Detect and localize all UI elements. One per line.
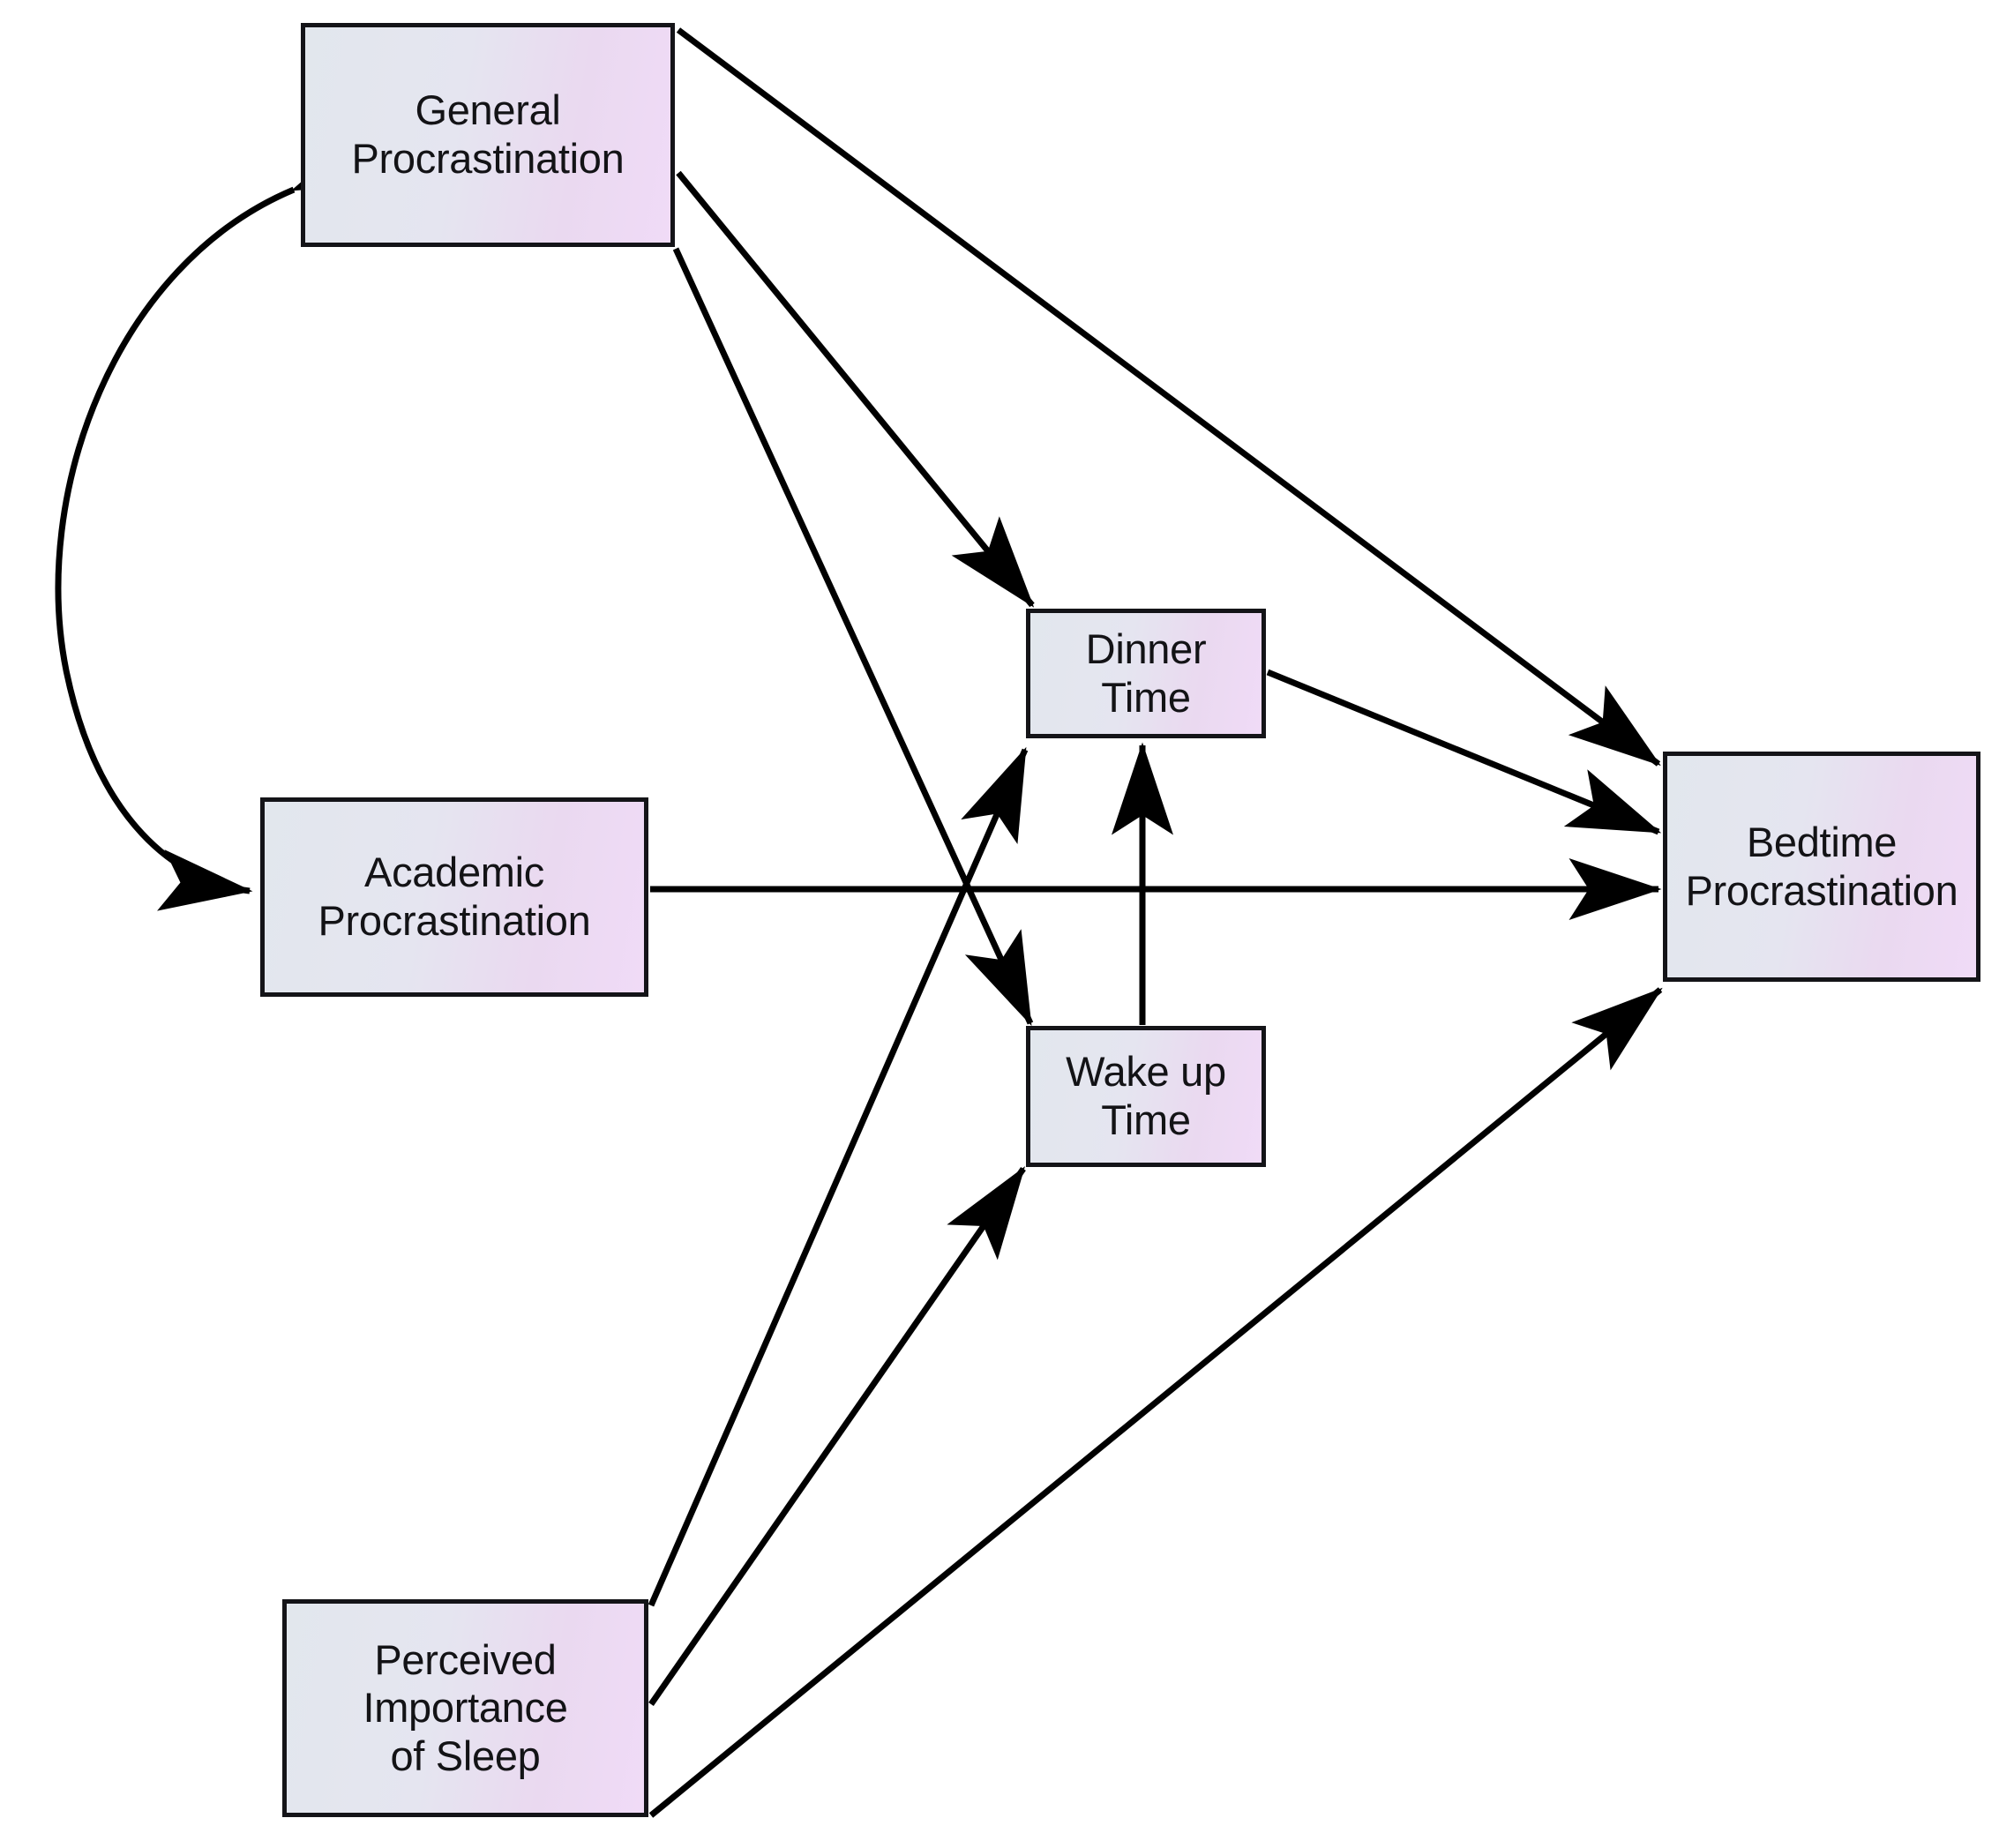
edge-sleep-to-bedtime [648,987,1663,1818]
edge-general-academic-correlation [55,126,389,911]
node-perceived-importance-of-sleep[interactable]: Perceived Importance of Sleep [282,1599,648,1817]
edge-dinner-to-bedtime [1266,669,1662,835]
node-label-perceived-importance-of-sleep: Perceived Importance of Sleep [363,1635,568,1779]
edge-general-to-bedtime [676,27,1661,767]
node-label-bedtime-procrastination: Bedtime Procrastination [1685,818,1958,914]
node-label-general-procrastination: General Procrastination [351,86,625,182]
edge-general-to-dinner [676,170,1035,608]
edge-general-to-wakeup [672,247,1034,1027]
edge-sleep-to-wakeup [648,1166,1026,1706]
node-wake-up-time[interactable]: Wake up Time [1026,1026,1266,1167]
node-label-dinner-time: Dinner Time [1085,625,1207,721]
edge-sleep-to-dinner [648,746,1029,1607]
node-general-procrastination[interactable]: General Procrastination [301,23,675,247]
node-bedtime-procrastination[interactable]: Bedtime Procrastination [1663,752,1980,982]
node-dinner-time[interactable]: Dinner Time [1026,609,1266,738]
node-academic-procrastination[interactable]: Academic Procrastination [260,797,648,997]
node-label-academic-procrastination: Academic Procrastination [318,849,591,944]
node-label-wake-up-time: Wake up Time [1066,1048,1226,1143]
